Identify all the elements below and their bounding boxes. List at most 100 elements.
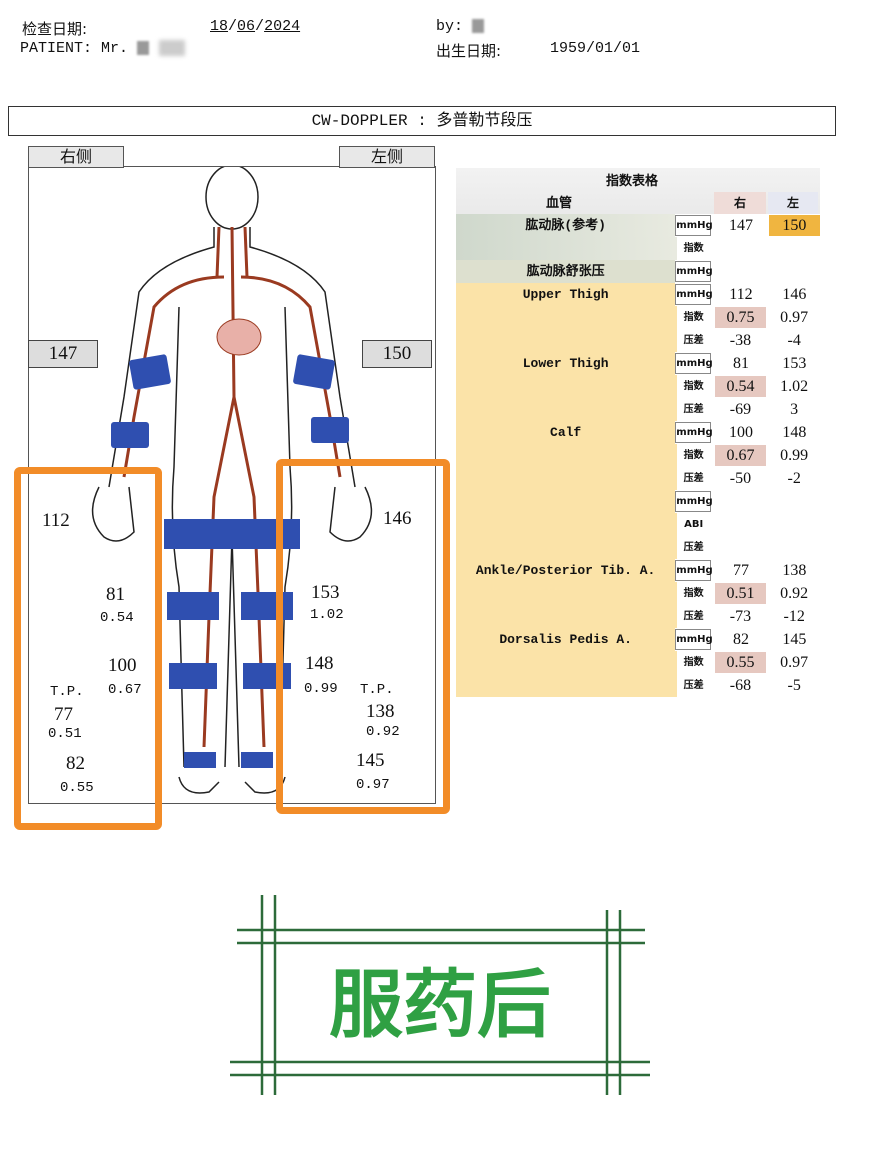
unit-label: 压差	[683, 680, 704, 691]
right-lower-thigh: 81	[106, 584, 125, 605]
dob-label: 出生日期:	[436, 42, 502, 60]
right-lower-thigh-index: 0.54	[100, 610, 134, 626]
heart-icon	[216, 318, 262, 356]
table-row: 指数 0.54 1.02	[456, 375, 820, 398]
dob: 1959/01/01	[550, 40, 641, 57]
unit-label: 压差	[683, 404, 704, 415]
left-tp-index: 0.92	[366, 724, 400, 740]
vessel-label	[456, 375, 677, 398]
table-row: 压差 -73 -12	[456, 605, 820, 628]
right-header: 右	[714, 192, 766, 214]
vessel-label	[456, 490, 676, 513]
right-value: -73	[729, 608, 752, 625]
unit-label: mmHg	[675, 261, 713, 282]
unit-label: 指数	[683, 381, 704, 392]
right-value: -69	[729, 401, 752, 418]
right-side-label: 右侧	[28, 146, 124, 168]
table-row: 指数 0.51 0.92	[456, 582, 820, 605]
table-row: mmHg	[456, 490, 820, 513]
unit-label: 压差	[683, 473, 704, 484]
right-value: 0.67	[714, 445, 767, 466]
left-brachial-value: 150	[362, 340, 432, 368]
unit-label: mmHg	[675, 629, 713, 650]
left-value: -12	[783, 608, 805, 625]
unit-label: ABI	[684, 519, 704, 530]
left-calf-index: 0.99	[304, 681, 338, 697]
left-value: 0.97	[780, 654, 809, 671]
unit-label: mmHg	[675, 560, 713, 581]
right-value: 0.75	[714, 307, 767, 328]
unit-label: 压差	[683, 611, 704, 622]
by-field: by:	[436, 18, 485, 35]
right-value: 112	[729, 286, 753, 303]
left-value	[768, 238, 820, 259]
left-highlight-box	[276, 459, 450, 814]
vessel-label: Lower Thigh	[456, 352, 676, 375]
left-value: 150	[768, 215, 820, 236]
unit-label: 指数	[683, 657, 704, 668]
right-upper-thigh: 112	[42, 510, 70, 531]
left-tp-label: T.P.	[360, 682, 394, 698]
left-value: 0.97	[780, 309, 809, 326]
table-row: 肱动脉舒张压 mmHg	[456, 260, 820, 283]
right-value	[715, 238, 767, 259]
right-tp: 77	[54, 704, 73, 725]
unit-label: mmHg	[675, 215, 713, 236]
table-row: ABI	[456, 513, 820, 536]
right-value: 81	[732, 355, 749, 372]
right-value: 0.55	[714, 652, 767, 673]
right-brachial-value: 147	[28, 340, 98, 368]
patient-field: PATIENT: Mr.	[20, 40, 186, 57]
left-lower-thigh: 153	[311, 582, 340, 603]
unit-label: 指数	[683, 588, 704, 599]
left-value	[768, 514, 820, 535]
stamp-frame	[230, 895, 650, 1095]
unit-label: 指数	[683, 312, 704, 323]
table-body: 肱动脉(参考) mmHg 147 150 指数 肱动脉舒张压 mmHg Uppe…	[456, 214, 820, 697]
table-row: 指数	[456, 237, 820, 260]
right-tp-index: 0.51	[48, 726, 82, 742]
table-row: 指数 0.75 0.97	[456, 306, 820, 329]
left-value	[769, 491, 820, 512]
vessel-label	[456, 398, 677, 421]
table-row: Upper Thigh mmHg 112 146	[456, 283, 820, 306]
vessel-label	[456, 513, 677, 536]
left-value: 0.92	[780, 585, 809, 602]
unit-label: 指数	[683, 243, 704, 254]
vessel-label: Ankle/Posterior Tib. A.	[456, 559, 676, 582]
right-value: 82	[732, 631, 749, 648]
vessel-label	[456, 582, 677, 605]
index-table: 指数表格 血管 右 左 肱动脉(参考) mmHg 147 150 指数 肱动脉舒…	[456, 168, 820, 697]
after-medication-stamp: 服药后	[329, 962, 551, 1048]
left-value: -5	[787, 677, 801, 694]
left-value: 3	[790, 401, 799, 418]
unit-label: 指数	[683, 450, 704, 461]
right-value: 147	[728, 217, 753, 234]
vessel-label	[456, 444, 677, 467]
left-value: 138	[782, 562, 807, 579]
right-dp: 82	[66, 753, 85, 774]
right-value: 0.54	[714, 376, 767, 397]
right-value: 77	[732, 562, 749, 579]
left-header: 左	[768, 192, 818, 214]
table-header: 指数表格 血管 右 左	[456, 168, 820, 214]
left-value: 1.02	[780, 378, 809, 395]
table-row: 压差 -68 -5	[456, 674, 820, 697]
vessel-label: Upper Thigh	[456, 283, 676, 306]
right-calf: 100	[108, 655, 137, 676]
vessel-label: Calf	[456, 421, 676, 444]
right-calf-index: 0.67	[108, 682, 142, 698]
table-row: 肱动脉(参考) mmHg 147 150	[456, 214, 820, 237]
left-value: 153	[782, 355, 807, 372]
vessel-label	[456, 605, 677, 628]
left-value: 0.99	[780, 447, 809, 464]
table-row: 压差 -69 3	[456, 398, 820, 421]
right-value	[715, 261, 766, 282]
right-value: 0.51	[714, 583, 767, 604]
vessel-label	[456, 651, 677, 674]
table-row: Lower Thigh mmHg 81 153	[456, 352, 820, 375]
right-value: 100	[728, 424, 753, 441]
left-value: 146	[782, 286, 807, 303]
table-row: Dorsalis Pedis A. mmHg 82 145	[456, 628, 820, 651]
